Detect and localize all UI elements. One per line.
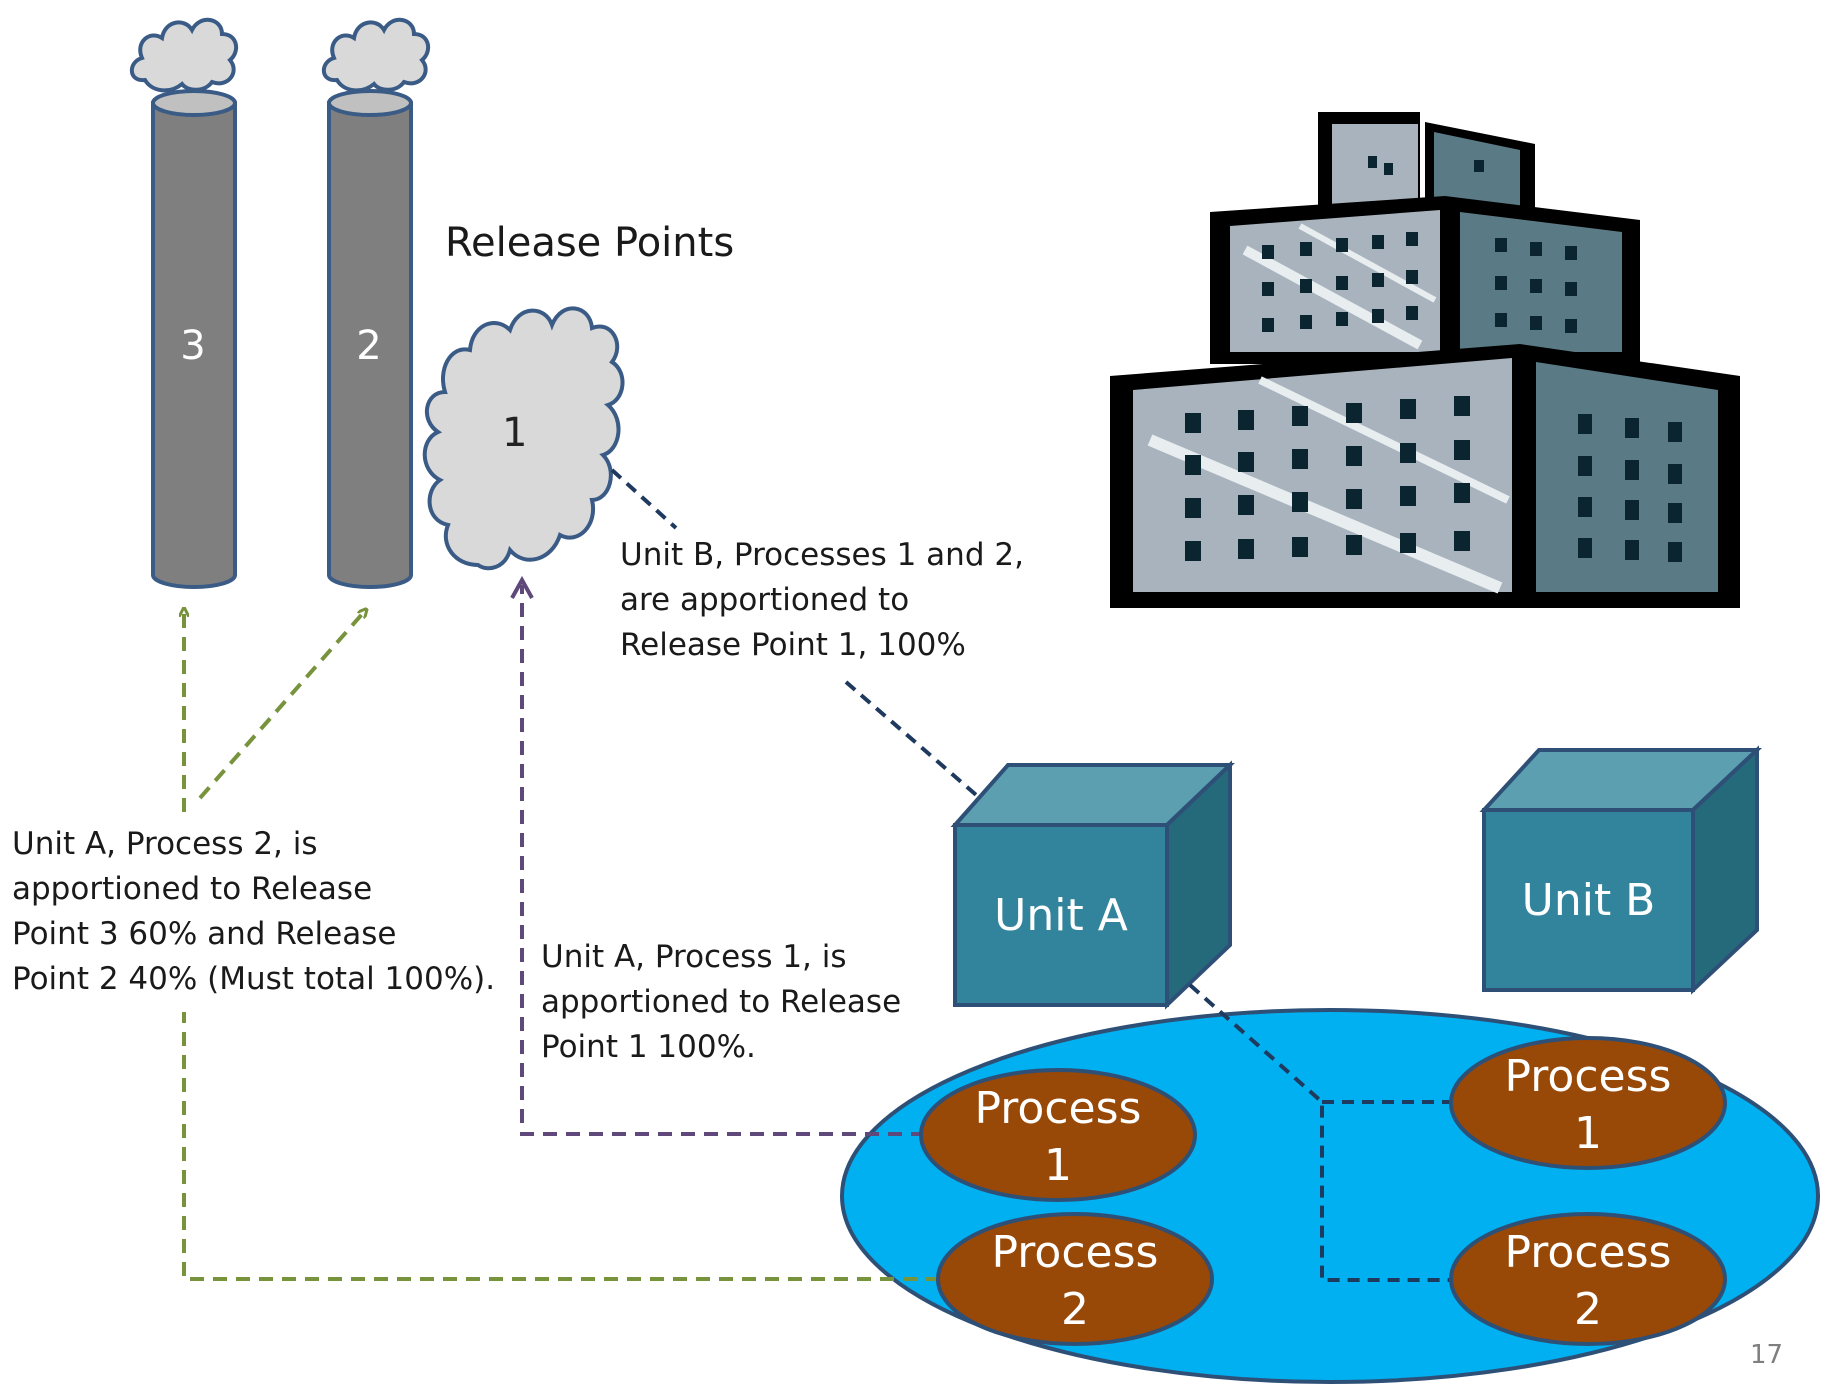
office-building-icon bbox=[1110, 112, 1740, 608]
unit-a-label: Unit A bbox=[994, 890, 1128, 941]
connector-unit-a-process-2 bbox=[182, 1012, 940, 1281]
connector-cloud-to-note bbox=[610, 468, 678, 530]
arrowhead-to-cloud-1 bbox=[510, 575, 534, 599]
cloud-1-label: 1 bbox=[502, 410, 528, 456]
connector-unit-a-process-1 bbox=[520, 585, 925, 1136]
unit-b-apportion-note: Unit B, Processes 1 and 2, are apportion… bbox=[620, 537, 1024, 663]
unit-b-process-2-label: Process 2 bbox=[1504, 1227, 1672, 1335]
stack-release-point-3[interactable] bbox=[151, 89, 237, 589]
unit-a-process-2-apportion-note: Unit A, Process 2, is apportioned to Rel… bbox=[12, 826, 496, 997]
stack-release-point-2[interactable] bbox=[327, 89, 413, 589]
cloud-release-point-1[interactable] bbox=[422, 306, 625, 571]
diagram-title: Release Points bbox=[445, 220, 735, 266]
unit-b-process-1-oval[interactable] bbox=[1449, 1036, 1727, 1170]
unit-a-block[interactable] bbox=[950, 760, 1235, 1010]
unit-b-process-1-label: Process 1 bbox=[1504, 1051, 1672, 1159]
page-number: 17 bbox=[1750, 1340, 1784, 1370]
smoke-puff-stack-3-icon bbox=[129, 18, 239, 93]
stack-2-label: 2 bbox=[356, 323, 382, 369]
unit-a-process-1-oval[interactable] bbox=[919, 1068, 1197, 1202]
smoke-puff-stack-2-icon bbox=[321, 18, 431, 93]
unit-b-label: Unit B bbox=[1521, 875, 1656, 926]
stack-3-label: 3 bbox=[180, 323, 206, 369]
unit-a-process-1-label: Process 1 bbox=[974, 1083, 1142, 1191]
unit-a-process-2-oval[interactable] bbox=[936, 1212, 1214, 1346]
unit-a-process-2-label: Process 2 bbox=[991, 1227, 1159, 1335]
unit-a-process-1-apportion-note: Unit A, Process 1, is apportioned to Rel… bbox=[541, 939, 902, 1065]
unit-b-process-2-oval[interactable] bbox=[1449, 1212, 1727, 1346]
connector-note-to-unit-a bbox=[844, 680, 984, 802]
arrow-to-stack-2 bbox=[198, 612, 364, 800]
unit-b-block[interactable] bbox=[1479, 745, 1763, 995]
connector-unit-b-processes bbox=[1188, 983, 1452, 1282]
